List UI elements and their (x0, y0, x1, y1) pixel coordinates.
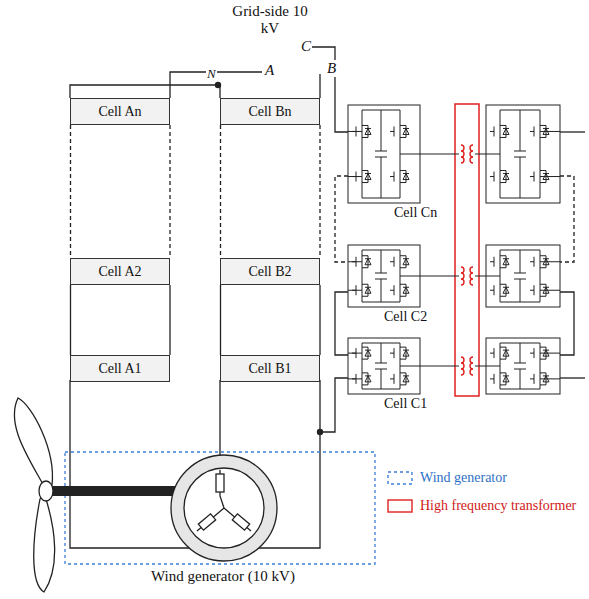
legend-group (388, 472, 412, 512)
legend-text: Wind generator (420, 470, 507, 486)
terminal-label: B (326, 60, 337, 77)
series-connector (70, 125, 71, 258)
series-connector (70, 285, 71, 355)
series-wire (335, 176, 348, 262)
terminal-label: C (300, 38, 312, 55)
cell-box: Cell An (70, 98, 170, 125)
series-wire (335, 292, 348, 355)
terminal-label: A (264, 62, 275, 79)
h-bridge (486, 245, 560, 307)
cell-box: Cell A1 (70, 355, 170, 382)
diagram-title: Grid-side 10 kV (232, 3, 308, 37)
junction-dot (215, 82, 221, 88)
cell-label: Cell C2 (383, 309, 428, 325)
turbine-hub (39, 481, 53, 501)
neutral-wire (70, 85, 220, 98)
legend-swatch (388, 500, 412, 512)
legend-text: High frequency transformer (420, 498, 576, 514)
cell-label: Cell Cn (393, 205, 438, 221)
series-wire (169, 125, 170, 258)
cell-box: Cell A2 (70, 258, 170, 285)
cell-name: Cell An (98, 104, 141, 120)
series-connector (220, 125, 221, 258)
cell-box: Cell Bn (220, 98, 320, 125)
neutral-label: N (206, 66, 217, 82)
generator-region (65, 452, 375, 564)
transformer-frame (455, 104, 479, 396)
series-wire (320, 378, 348, 432)
cell-name: Cell B1 (248, 361, 291, 377)
series-connector (220, 285, 221, 355)
cell-label: Cell C1 (383, 396, 428, 412)
legend-swatch (388, 472, 412, 484)
transformer-winding (420, 357, 486, 375)
series-wire (319, 125, 320, 258)
cell-box: Cell B1 (220, 355, 320, 382)
generator-caption: Wind generator (10 kV) (150, 568, 296, 585)
h-bridge (348, 105, 420, 203)
star-winding (197, 470, 251, 531)
transformer-winding (420, 267, 486, 285)
generator-stator (171, 455, 277, 561)
winding-coil (216, 474, 224, 492)
h-bridge (486, 338, 560, 394)
turbine-blade (34, 496, 55, 592)
junction-dot (317, 429, 323, 435)
h-bridge-group (348, 105, 560, 394)
series-wire (319, 285, 320, 355)
cell-name: Cell Bn (248, 104, 291, 120)
winding-coil (198, 514, 215, 530)
output-wire (560, 131, 585, 132)
winding-coil (232, 514, 249, 530)
h-bridge (486, 105, 560, 203)
h-bridge (348, 338, 420, 394)
series-wire (169, 285, 170, 355)
h-bridge (348, 245, 420, 307)
cell-name: Cell A1 (98, 361, 141, 377)
generator-rotor (184, 468, 264, 548)
series-wire (560, 292, 574, 355)
cell-box: Cell B2 (220, 258, 320, 285)
phase-b-wire (319, 74, 320, 98)
transformer-winding (420, 145, 486, 163)
series-wire (560, 176, 574, 262)
cell-name: Cell B2 (248, 264, 291, 280)
cell-name: Cell A2 (98, 264, 141, 280)
output-wire (560, 377, 585, 378)
turbine-blade (14, 398, 52, 488)
